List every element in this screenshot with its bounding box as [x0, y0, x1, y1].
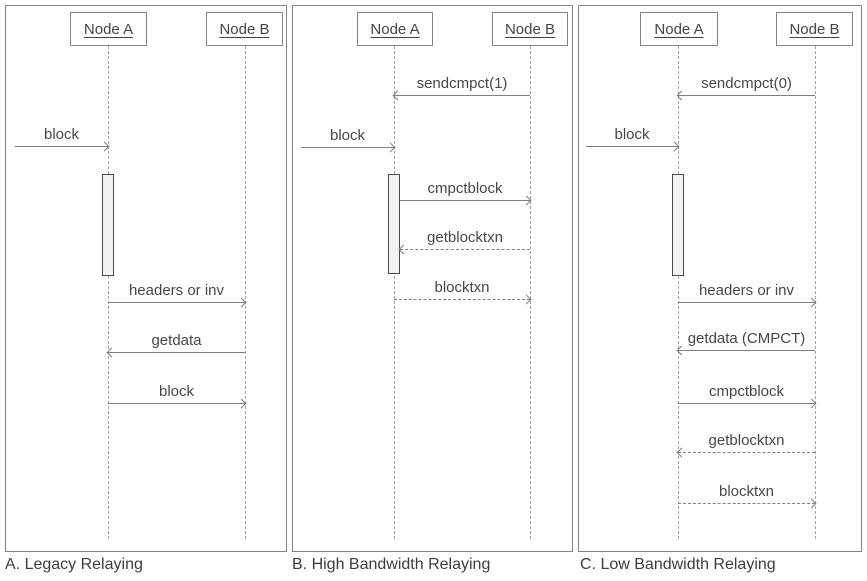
actor-label: Node A	[83, 20, 134, 38]
activation-bar-node-a	[388, 174, 400, 274]
arrow-line	[678, 452, 815, 453]
arrow-line	[678, 302, 815, 303]
actor-node-b: Node B	[492, 12, 568, 46]
arrow-line	[301, 147, 394, 148]
arrow-line	[678, 95, 815, 96]
panel-low-bandwidth-relaying: Node A Node B sendcmpct(0) block headers…	[578, 5, 862, 552]
message-label: block	[329, 127, 366, 144]
message-getblocktxn: getblocktxn	[398, 223, 530, 255]
message-label: blocktxn	[434, 279, 490, 296]
message-getdata-cmpct: getdata (CMPCT)	[676, 324, 815, 356]
message-sendcmpct-1: sendcmpct(1)	[392, 69, 530, 101]
message-label: blocktxn	[718, 483, 775, 500]
arrow-line	[394, 95, 530, 96]
message-inbound-block: block	[15, 120, 110, 152]
lifeline-node-b	[815, 46, 816, 539]
actor-node-a: Node A	[357, 12, 433, 46]
message-label: getdata	[151, 332, 202, 349]
arrow-line	[15, 146, 108, 147]
arrow-line	[394, 299, 530, 300]
message-label: block	[614, 126, 650, 143]
caption-high-bandwidth-relaying: B. High Bandwidth Relaying	[292, 556, 491, 573]
activation-bar-node-a	[102, 174, 114, 276]
actor-label: Node B	[504, 20, 556, 38]
caption-legacy-relaying: A. Legacy Relaying	[5, 556, 143, 573]
lifeline-node-a	[678, 46, 679, 539]
message-getblocktxn: getblocktxn	[676, 426, 815, 458]
lifeline-node-a	[394, 46, 395, 539]
message-label: block	[158, 383, 195, 400]
actor-label: Node B	[219, 20, 270, 38]
message-cmpctblock: cmpctblock	[678, 377, 817, 409]
message-headers-or-inv: headers or inv	[108, 276, 247, 308]
message-block: block	[108, 377, 247, 409]
message-inbound-block: block	[301, 121, 396, 153]
message-label: sendcmpct(1)	[416, 75, 508, 92]
message-label: getdata (CMPCT)	[687, 330, 806, 347]
arrow-line	[678, 350, 815, 351]
message-blocktxn: blocktxn	[394, 273, 532, 305]
actor-label: Node A	[370, 20, 420, 38]
message-headers-or-inv: headers or inv	[678, 276, 817, 308]
arrow-line	[678, 403, 815, 404]
actor-node-a: Node A	[640, 12, 718, 46]
actor-node-b: Node B	[776, 12, 853, 46]
lifeline-node-b	[530, 46, 531, 539]
arrow-line	[108, 403, 245, 404]
arrow-line	[678, 503, 815, 504]
message-label: cmpctblock	[427, 180, 503, 197]
lifeline-node-b	[245, 46, 246, 539]
actor-node-a: Node A	[70, 12, 147, 46]
message-label: getblocktxn	[427, 229, 503, 246]
message-blocktxn: blocktxn	[678, 477, 817, 509]
message-inbound-block: block	[586, 120, 680, 152]
message-label: getblocktxn	[708, 432, 785, 449]
arrow-line	[586, 146, 678, 147]
arrow-line	[108, 302, 245, 303]
panel-high-bandwidth-relaying: Node A Node B sendcmpct(1) block cmpctbl…	[292, 5, 573, 552]
caption-low-bandwidth-relaying: C. Low Bandwidth Relaying	[580, 556, 776, 573]
message-label: headers or inv	[698, 282, 795, 299]
arrowhead-left-icon	[398, 244, 409, 255]
actor-label: Node A	[654, 20, 704, 38]
message-label: block	[43, 126, 80, 143]
message-sendcmpct-0: sendcmpct(0)	[676, 69, 815, 101]
activation-bar-node-a	[672, 174, 684, 276]
arrow-line	[400, 249, 530, 250]
message-label: cmpctblock	[708, 383, 785, 400]
lifeline-node-a	[108, 46, 109, 539]
actor-label: Node B	[789, 20, 840, 38]
arrow-line	[108, 352, 245, 353]
panel-legacy-relaying: Node A Node B block headers or inv getda…	[5, 5, 287, 552]
arrow-line	[400, 200, 530, 201]
message-cmpctblock: cmpctblock	[400, 174, 532, 206]
message-getdata: getdata	[106, 326, 245, 358]
actor-node-b: Node B	[206, 12, 283, 46]
message-label: headers or inv	[128, 282, 225, 299]
message-label: sendcmpct(0)	[701, 75, 792, 92]
